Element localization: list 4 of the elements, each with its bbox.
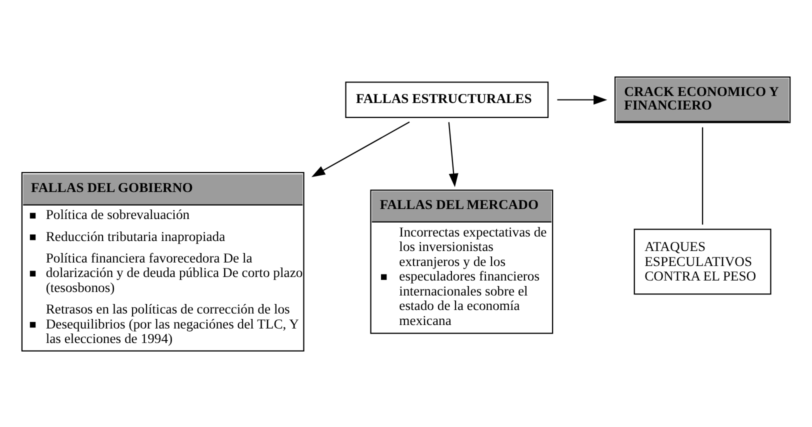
arrow [557, 94, 608, 104]
arrow [311, 120, 410, 177]
connector [702, 126, 704, 224]
arrow [448, 122, 458, 187]
